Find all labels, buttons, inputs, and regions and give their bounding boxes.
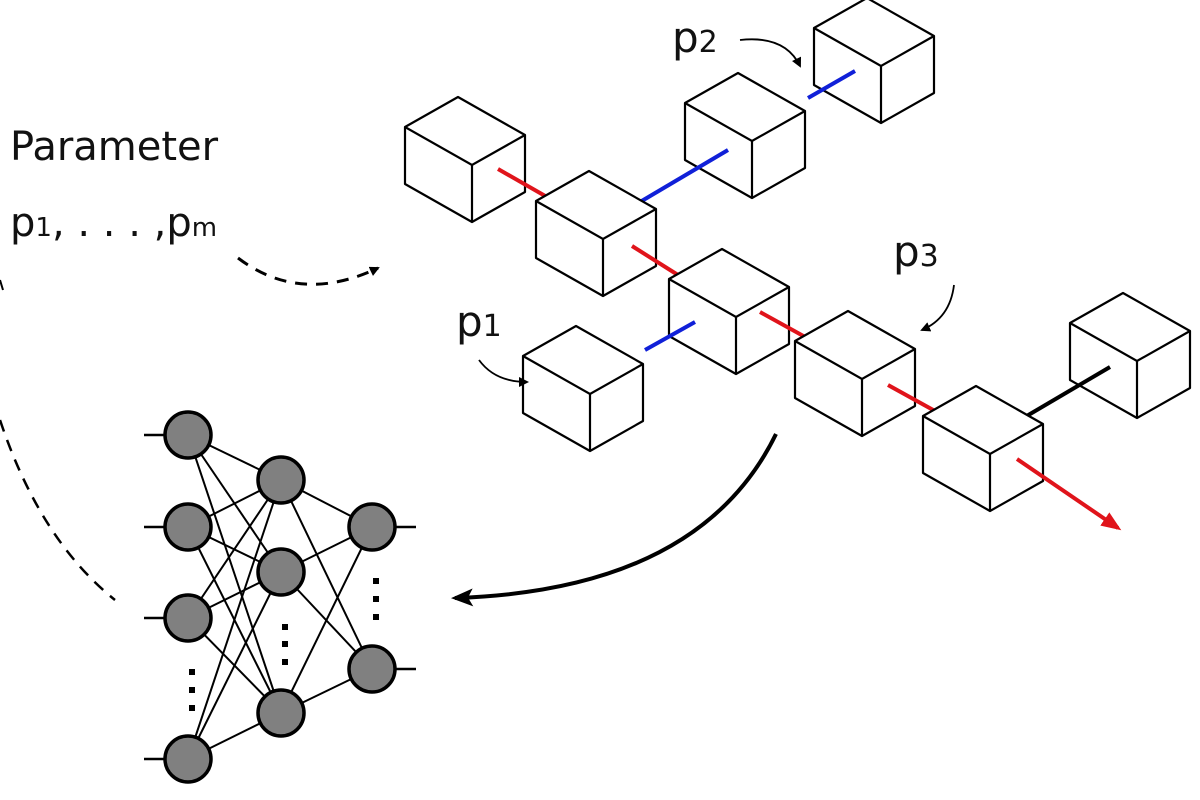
output-ellipsis-dot (373, 578, 379, 584)
edge-input-3-to-hidden-1 (187, 571, 282, 760)
p2-base: p (672, 13, 699, 62)
input-neuron-3 (163, 734, 213, 784)
edge-hidden-2-to-output-0 (280, 526, 373, 714)
p2-pointer-arrow (739, 38, 802, 68)
red-link-b-e (630, 244, 680, 277)
curved-arrow-to-network (451, 433, 778, 607)
edge-hidden-0-to-output-1 (280, 479, 373, 670)
cube-f (521, 324, 645, 453)
input-neuron-2 (163, 593, 213, 643)
p1-sub: 1 (483, 309, 502, 344)
cube-outline (403, 95, 527, 224)
cube-outline (521, 324, 645, 453)
cube-outline (534, 169, 658, 298)
input-neuron-0 (163, 410, 213, 460)
red-link-a-b (497, 167, 548, 199)
hidden-neuron-2 (256, 688, 306, 738)
blue-link-c-d (807, 69, 856, 100)
p1-pointer-arrow (478, 359, 529, 387)
param-last-sub: m (192, 213, 217, 243)
cube-h (921, 384, 1045, 513)
hidden-ellipsis-dot (282, 659, 288, 665)
neural-network (144, 410, 416, 784)
edge-input-3-to-hidden-0 (187, 479, 282, 760)
cube-structure (403, 0, 1192, 531)
p2-sub: 2 (699, 25, 718, 60)
blue-link-e-f (644, 320, 696, 352)
red-direction-arrow (1015, 457, 1122, 531)
input-ellipsis-dot (189, 669, 195, 675)
dashed-arrow-to-structure (237, 256, 380, 286)
cube-c (683, 71, 807, 200)
p1-base: p (456, 297, 483, 346)
p3-sub: 3 (920, 239, 939, 274)
hidden-neuron-1 (256, 547, 306, 597)
param-first-base: p (10, 200, 35, 246)
cube-outline (667, 247, 791, 376)
output-ellipsis-dot (373, 596, 379, 602)
output-neuron-0 (347, 502, 397, 552)
cube-outline (921, 384, 1045, 513)
red-link-g-h (887, 383, 936, 413)
input-ellipsis-dot (189, 687, 195, 693)
blue-link-b-c (638, 148, 730, 204)
label-p3: p3 (893, 227, 939, 276)
input-neuron-1 (163, 502, 213, 552)
dashed-arc-left (0, 419, 116, 601)
hidden-neuron-0 (256, 455, 306, 505)
cube-i (1068, 291, 1192, 420)
cube-outline (1068, 291, 1192, 420)
black-link-h-i (1023, 365, 1112, 419)
cube-outline (793, 309, 917, 438)
p3-pointer-arrow (920, 284, 955, 332)
label-p1: p1 (456, 297, 502, 346)
param-first-sub: 1 (35, 213, 52, 243)
cube-a (403, 95, 527, 224)
hidden-ellipsis-dot (282, 641, 288, 647)
input-ellipsis-dot (189, 705, 195, 711)
edge-input-2-to-hidden-0 (187, 479, 282, 619)
parameter-list: p1, . . . ,pm (10, 200, 217, 246)
cube-outline (683, 71, 807, 200)
p3-base: p (893, 227, 920, 276)
parameter-title: Parameter (10, 124, 219, 170)
red-link-e-g (759, 310, 808, 340)
param-separator: , . . . , (52, 200, 166, 246)
cube-e (667, 247, 791, 376)
cube-b (534, 169, 658, 298)
cube-d (812, 0, 936, 125)
cube-g (793, 309, 917, 438)
param-last-base: p (166, 200, 191, 246)
dashed-arc-fragment (0, 279, 4, 291)
output-ellipsis-dot (373, 614, 379, 620)
edge-input-0-to-hidden-2 (187, 434, 282, 714)
hidden-ellipsis-dot (282, 624, 288, 630)
label-p2: p2 (672, 13, 718, 62)
output-neuron-1 (347, 644, 397, 694)
